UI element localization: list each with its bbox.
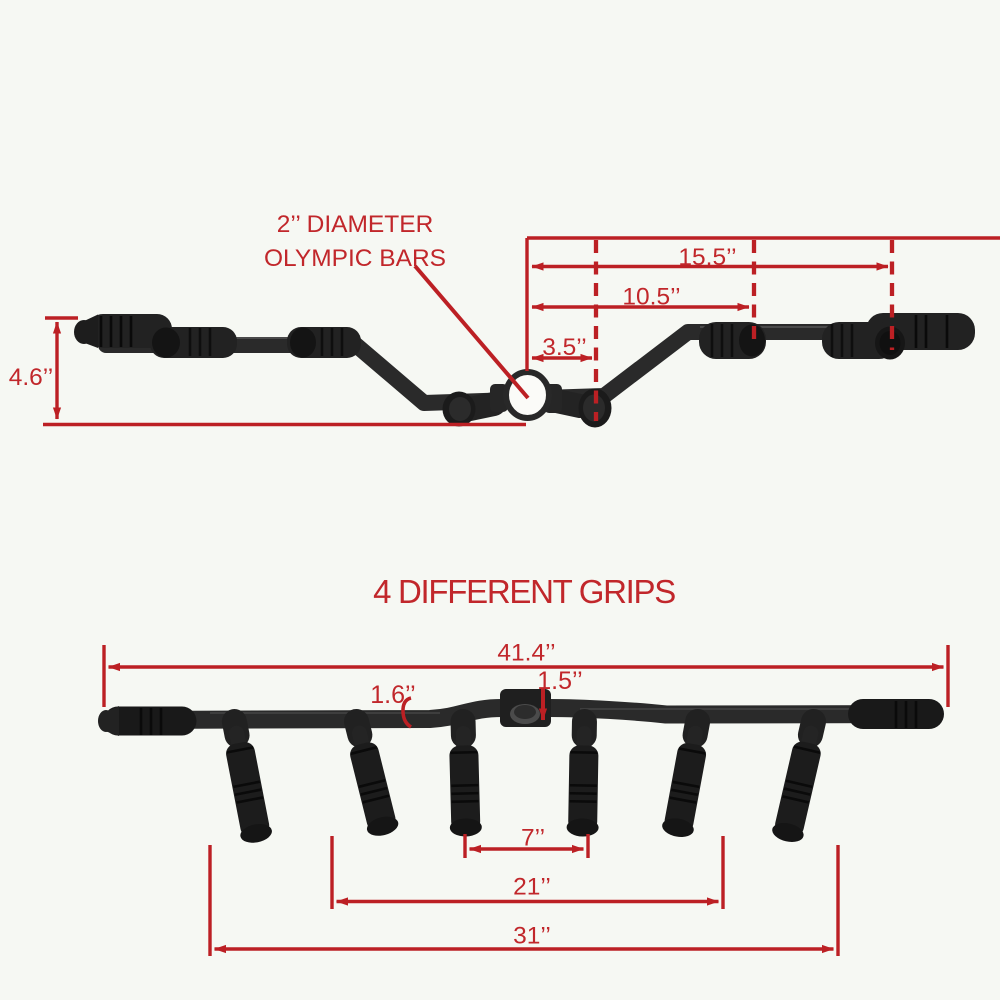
svg-text:1.5’’: 1.5’’	[537, 667, 582, 695]
svg-text:41.4’’: 41.4’’	[497, 640, 555, 667]
svg-text:1.6’’: 1.6’’	[370, 681, 415, 709]
svg-text:7’’: 7’’	[521, 825, 545, 852]
svg-text:15.5’’: 15.5’’	[678, 244, 736, 271]
svg-text:2’’ DIAMETER: 2’’ DIAMETER	[277, 211, 434, 238]
svg-text:31’’: 31’’	[513, 923, 551, 950]
svg-text:3.5’’: 3.5’’	[542, 334, 587, 361]
svg-text:21’’: 21’’	[513, 874, 551, 901]
svg-text:4.6’’: 4.6’’	[9, 364, 54, 391]
svg-text:4 DIFFERENT GRIPS: 4 DIFFERENT GRIPS	[373, 573, 675, 610]
svg-text:10.5’’: 10.5’’	[622, 284, 680, 311]
svg-text:OLYMPIC BARS: OLYMPIC BARS	[264, 245, 446, 272]
